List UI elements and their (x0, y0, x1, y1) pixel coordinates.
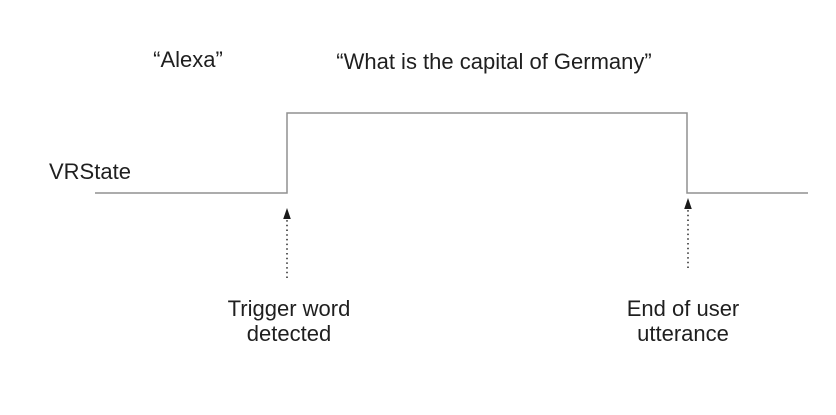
trigger-word-caption-line2: detected (246, 321, 332, 346)
end-utterance-arrow-icon (684, 198, 692, 268)
signal-name-label: VRState (49, 159, 131, 184)
trigger-word-caption: Trigger word detected (228, 296, 351, 346)
vrstate-signal-line (95, 112, 808, 194)
utterance-user-question: “What is the capital of Germany” (336, 49, 652, 74)
trigger-word-caption-line1: Trigger word (227, 296, 351, 321)
trigger-arrowhead-icon (283, 208, 291, 219)
trigger-word-arrow-icon (283, 208, 291, 278)
end-utterance-caption: End of user utterance (627, 296, 740, 346)
end-arrowhead-icon (684, 198, 692, 209)
utterance-trigger-word: “Alexa” (153, 47, 223, 72)
end-utterance-caption-line1: End of user (626, 296, 740, 321)
end-utterance-caption-line2: utterance (637, 321, 729, 346)
